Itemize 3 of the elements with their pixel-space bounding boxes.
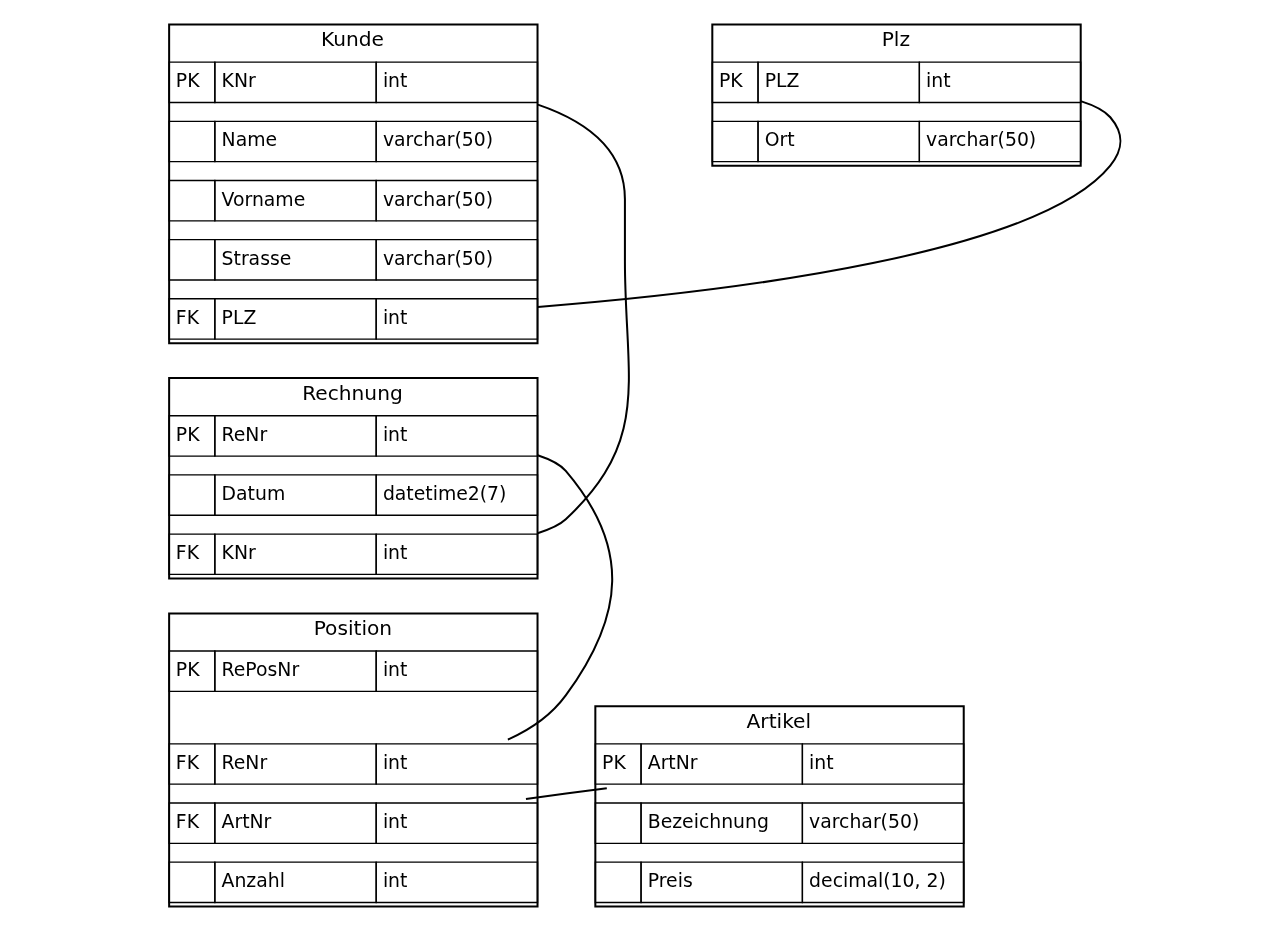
connector — [537, 103, 630, 535]
connector — [507, 454, 614, 741]
connector — [537, 100, 1122, 308]
